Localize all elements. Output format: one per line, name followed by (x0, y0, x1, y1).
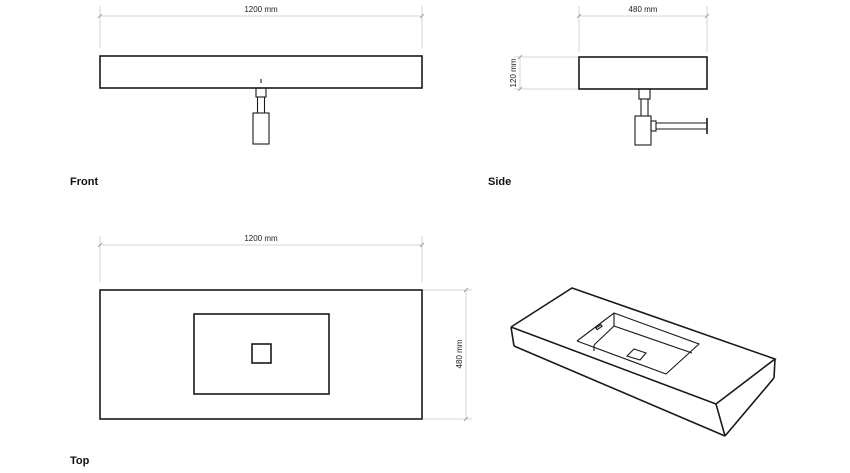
side-view-label: Side (488, 176, 512, 188)
top-view-label: Top (70, 455, 90, 467)
top-width-dimension: 1200 mm (244, 234, 278, 243)
front-view: 1200 mm (97, 5, 425, 145)
top-view: 1200 mm 480 mm (97, 234, 472, 422)
top-bowl-outline (193, 313, 330, 395)
front-siphon (252, 112, 270, 145)
side-height-dimension: 120 mm (509, 58, 518, 87)
front-drain-pipe (255, 87, 267, 98)
front-width-dimension: 1200 mm (244, 5, 278, 14)
side-siphon (634, 115, 652, 146)
side-view: 480 mm 120 mm (509, 5, 710, 146)
top-depth-dimension: 480 mm (455, 339, 464, 368)
front-view-label: Front (70, 176, 99, 188)
side-width-dimension: 480 mm (629, 5, 658, 14)
top-basin-outline (99, 289, 423, 420)
side-basin-body (578, 56, 708, 90)
isometric-view (510, 287, 777, 437)
top-drain (251, 343, 272, 364)
front-basin-body (99, 55, 423, 89)
